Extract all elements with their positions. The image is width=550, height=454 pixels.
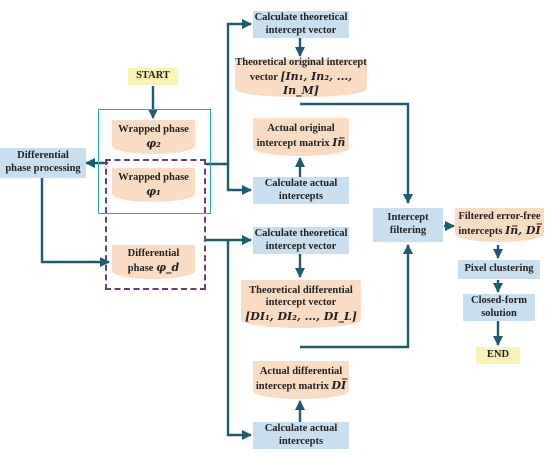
differential-phase-node: Differential phase φ_d — [112, 245, 195, 279]
theoretical-differential-intercept-vector-node: Theoretical differential intercept vecto… — [241, 280, 361, 328]
calc-actual-intercepts-bottom-node: Calculate actual intercepts — [253, 422, 349, 449]
differential-phase-processing-node: Differential phase processing — [0, 148, 86, 178]
filtered-error-free-intercepts-node: Filtered error-free intercepts In̅, DI̅ — [455, 208, 544, 242]
wrapped-phase-2-node: Wrapped phase φ₂ — [112, 120, 195, 154]
edge-diff-phase-to-calc-actual-bottom — [226, 240, 253, 441]
edge-diff-processing-to-diff-phase — [40, 178, 111, 268]
calc-actual-intercepts-top-node: Calculate actual intercepts — [253, 177, 349, 204]
edge-theo-diff-to-filtering — [300, 243, 414, 349]
actual-original-intercept-matrix-node: Actual original intercept matrix In̅ — [253, 118, 349, 156]
wrapped-phase-group-outline — [98, 109, 211, 214]
wrapped-phase-1-node: Wrapped phase φ₁ — [112, 168, 195, 202]
edge-theo-orig-to-filtering — [300, 102, 414, 205]
intercept-filtering-node: Intercept filtering — [373, 208, 443, 242]
pixel-clustering-node: Pixel clustering — [458, 260, 540, 279]
actual-original-line2: intercept matrix In̅ — [256, 136, 346, 149]
edge-split-to-calc-theo-top — [206, 18, 253, 166]
end-node: END — [476, 347, 520, 364]
edge-split-to-calc-actual-top — [226, 164, 253, 196]
filtered-line2: intercepts In̅, DI̅ — [458, 224, 541, 237]
theoretical-original-line2: vector [In₁, In₂, ..., In_M] — [249, 69, 353, 98]
actual-differential-line2: intercept matrix DI̅ — [255, 379, 347, 392]
calc-theoretical-vector-top-node: Calculate theoretical intercept vector — [253, 11, 349, 38]
differential-group-outline — [105, 159, 206, 290]
start-node: START — [128, 68, 178, 85]
calc-theoretical-vector-bottom-node: Calculate theoretical intercept vector — [253, 227, 349, 254]
actual-differential-intercept-matrix-node: Actual differential intercept matrix DI̅ — [253, 361, 349, 399]
closed-form-solution-node: Closed-form solution — [463, 294, 535, 321]
theoretical-original-intercept-vector-node: Theoretical original intercept vector [I… — [235, 57, 367, 98]
differential-phase-line2: phase φ_d — [127, 261, 180, 274]
